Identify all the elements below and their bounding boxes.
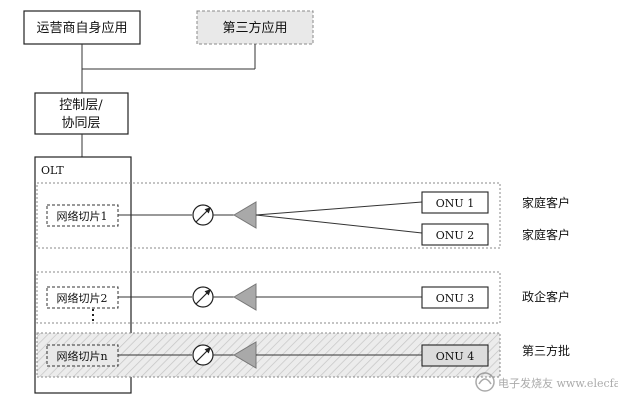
- slice-n-row: 网络切片n ONU 4 第三方批: [36, 332, 570, 378]
- operator-app-label: 运营商自身应用: [36, 20, 127, 36]
- onu-1-box: [421, 191, 489, 214]
- onu-2-label: ONU 2: [436, 229, 474, 242]
- onu-4-customer: 第三方批: [522, 343, 570, 358]
- top-connectors: [81, 44, 256, 93]
- slice-1-label: 网络切片1: [57, 209, 108, 223]
- slice-1-tunable-attenuator-icon: [192, 204, 214, 226]
- onu-3-label: ONU 3: [436, 292, 474, 305]
- slice-1-splitter-icon: [233, 201, 257, 229]
- slice-n-tunable-attenuator-icon: [192, 344, 214, 366]
- third-party-app-label: 第三方应用: [222, 20, 287, 36]
- onu-2-customer: 家庭客户: [522, 227, 570, 242]
- watermark-text: 电子发烧友 www.elecfans.com: [498, 376, 618, 390]
- onu-4-label: ONU 4: [436, 350, 474, 363]
- olt-box: OLT: [34, 156, 132, 394]
- operator-app-box: 运营商自身应用: [23, 10, 141, 45]
- onu-3-customer: 政企客户: [522, 289, 570, 304]
- third-party-app-box: 第三方应用: [196, 10, 314, 45]
- control-layer-line1: 控制层/: [59, 98, 103, 113]
- onu-3-box: [421, 286, 489, 309]
- onu-2-box: [421, 223, 489, 246]
- slice-n-label: 网络切片n: [56, 349, 107, 363]
- onu-1-customer: 家庭客户: [522, 195, 570, 210]
- control-layer-box: 控制层/ 协同层: [34, 92, 129, 135]
- onu-1-label: ONU 1: [436, 197, 474, 210]
- onu-4-box: [421, 344, 489, 367]
- slice-1-row: 网络切片1 ONU 1 ONU 2 家庭客户 家庭客户: [36, 182, 570, 249]
- slice-2-splitter-icon: [233, 283, 257, 311]
- watermark-logo: 电子发烧友 www.elecfans.com: [475, 372, 618, 392]
- control-layer-line2: 协同层: [61, 116, 100, 131]
- slice-2-region: [36, 271, 501, 324]
- slice-2-row: 网络切片2 ONU 3 政企客户: [36, 271, 570, 324]
- slice-2-tunable-attenuator-icon: [192, 286, 214, 308]
- slice-2-label: 网络切片2: [57, 291, 108, 305]
- olt-label: OLT: [41, 164, 64, 177]
